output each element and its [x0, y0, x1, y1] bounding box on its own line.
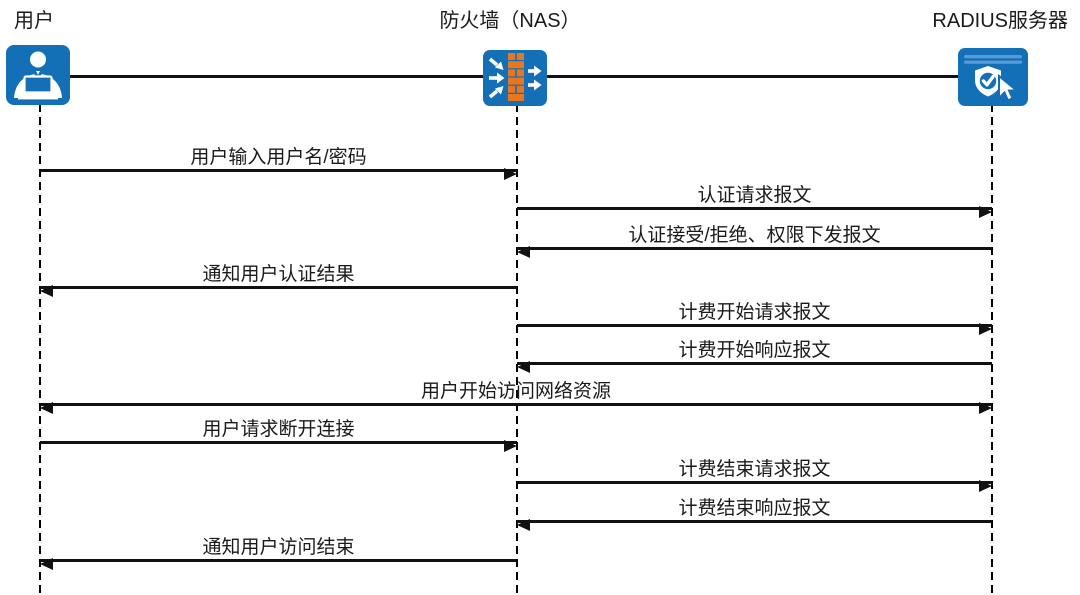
message-user-request-disconnect: 用户请求断开连接: [40, 416, 517, 452]
message-label: 用户输入用户名/密码: [190, 147, 367, 169]
message-auth-request: 认证请求报文: [517, 182, 992, 218]
message-label: 用户开始访问网络资源: [420, 381, 611, 403]
message-label: 通知用户访问结束: [202, 537, 355, 559]
arrow-left-icon: [517, 245, 992, 258]
message-user-input-credentials: 用户输入用户名/密码: [40, 144, 517, 180]
arrow-left-icon: [517, 518, 992, 531]
message-notify-access-end: 通知用户访问结束: [40, 534, 517, 570]
arrow-right-icon: [517, 322, 992, 335]
arrow-left-icon: [517, 360, 992, 373]
message-accounting-start-response: 计费开始响应报文: [517, 337, 992, 373]
message-label: 认证请求报文: [697, 185, 812, 207]
message-accounting-start-request: 计费开始请求报文: [517, 299, 992, 335]
message-label: 用户请求断开连接: [202, 419, 355, 441]
actor-label-radius: RADIUS服务器: [932, 10, 1068, 32]
actor-label-nas: 防火墙（NAS）: [439, 10, 581, 32]
message-accounting-stop-response: 计费结束响应报文: [517, 495, 992, 531]
arrow-left-icon: [40, 284, 517, 297]
lifeline-user: [39, 104, 41, 595]
message-label: 计费开始响应报文: [678, 340, 831, 362]
arrow-right-icon: [517, 205, 992, 218]
message-auth-accept-reject: 认证接受/拒绝、权限下发报文: [517, 222, 992, 258]
message-label: 计费结束响应报文: [678, 498, 831, 520]
message-label: 计费结束请求报文: [678, 459, 831, 481]
arrow-right-icon: [517, 479, 992, 492]
message-accounting-stop-request: 计费结束请求报文: [517, 456, 992, 492]
message-label: 计费开始请求报文: [678, 302, 831, 324]
message-label: 认证接受/拒绝、权限下发报文: [628, 225, 881, 247]
message-user-access-resources: 用户开始访问网络资源: [40, 378, 992, 414]
lifeline-radius: [991, 104, 993, 595]
actor-label-user: 用户: [14, 10, 54, 32]
arrow-left-icon: [40, 557, 517, 570]
arrow-right-icon: [40, 439, 517, 452]
message-notify-auth-result: 通知用户认证结果: [40, 261, 517, 297]
radius-server-icon: [958, 48, 1028, 111]
arrow-right-icon: [40, 167, 517, 180]
user-terminal-icon: [6, 45, 70, 110]
lifeline-nas: [516, 104, 518, 595]
arrow-both-icon: [40, 401, 992, 414]
firewall-icon: [483, 50, 547, 111]
message-label: 通知用户认证结果: [202, 264, 355, 286]
